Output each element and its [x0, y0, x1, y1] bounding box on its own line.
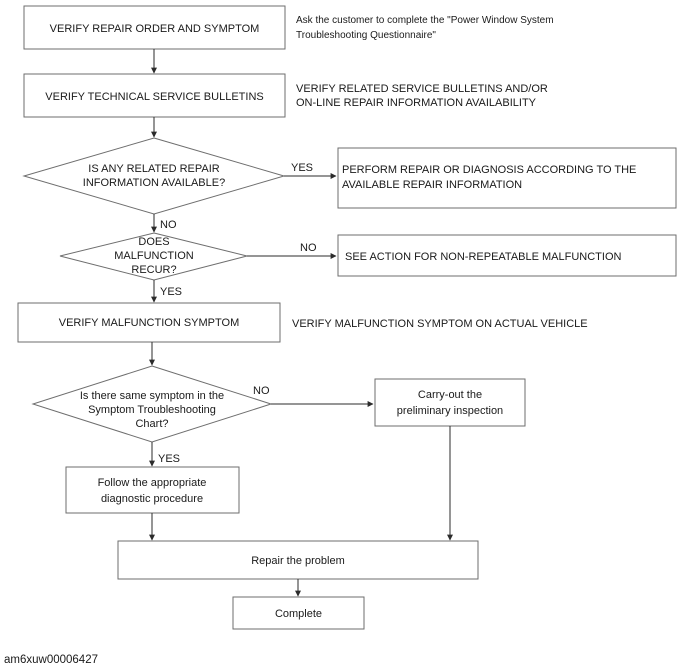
recur-question-line-1: DOES — [138, 236, 169, 248]
preliminary-inspection-box — [374, 378, 526, 427]
repair-info-question-line-2: INFORMATION AVAILABLE? — [83, 177, 225, 189]
verify-repair-order-text: VERIFY REPAIR ORDER AND SYMPTOM — [50, 23, 260, 35]
complete-box — [232, 596, 365, 630]
verify-tsb-box — [23, 73, 286, 118]
verify-tsb-text: VERIFY TECHNICAL SERVICE BULLETINS — [45, 91, 263, 103]
follow-procedure-box — [65, 466, 240, 514]
complete-text: Complete — [275, 608, 322, 620]
symptom-yes-label: YES — [158, 453, 180, 465]
verify-malfunction-box — [17, 302, 281, 343]
recur-question-line-2: MALFUNCTION — [114, 250, 194, 262]
symptom-no-label: NO — [253, 385, 270, 397]
figure-caption: am6xuw00006427 — [4, 654, 98, 666]
bulletins-note-line-2: ON-LINE REPAIR INFORMATION AVAILABILITY — [296, 97, 537, 109]
repair-info-question-line-1: IS ANY RELATED REPAIR — [88, 163, 219, 175]
same-symptom-question-line-1: Is there same symptom in the — [80, 390, 224, 402]
follow-procedure-line-2: diagnostic procedure — [101, 493, 203, 505]
repair-info-no-label: NO — [160, 219, 177, 231]
verify-repair-order-box — [23, 5, 286, 50]
non-repeatable-text: SEE ACTION FOR NON-REPEATABLE MALFUNCTIO… — [345, 251, 622, 263]
perform-repair-box — [337, 147, 677, 209]
repair-info-yes-label: YES — [291, 162, 313, 174]
verify-malfunction-text: VERIFY MALFUNCTION SYMPTOM — [59, 317, 240, 329]
repair-problem-text: Repair the problem — [251, 555, 345, 567]
preliminary-inspection-line-1: Carry-out the — [418, 389, 482, 401]
questionnaire-note-line-1: Ask the customer to complete the "Power … — [296, 15, 554, 26]
actual-vehicle-note: VERIFY MALFUNCTION SYMPTOM ON ACTUAL VEH… — [292, 318, 588, 330]
recur-question-line-3: RECUR? — [131, 264, 176, 276]
questionnaire-note-line-2: Troubleshooting Questionnaire" — [296, 30, 436, 41]
same-symptom-question-line-3: Chart? — [135, 418, 168, 430]
recur-yes-label: YES — [160, 286, 182, 298]
follow-procedure-line-1: Follow the appropriate — [98, 477, 207, 489]
perform-repair-text-line-2: AVAILABLE REPAIR INFORMATION — [342, 179, 522, 191]
repair-info-decision — [22, 137, 286, 215]
non-repeatable-box — [337, 234, 677, 277]
same-symptom-question-line-2: Symptom Troubleshooting — [88, 404, 216, 416]
bulletins-note-line-1: VERIFY RELATED SERVICE BULLETINS AND/OR — [296, 83, 548, 95]
preliminary-inspection-line-2: preliminary inspection — [397, 405, 503, 417]
repair-problem-box — [117, 540, 479, 580]
recur-no-label: NO — [300, 242, 317, 254]
perform-repair-text-line-1: PERFORM REPAIR OR DIAGNOSIS ACCORDING TO… — [342, 164, 636, 176]
